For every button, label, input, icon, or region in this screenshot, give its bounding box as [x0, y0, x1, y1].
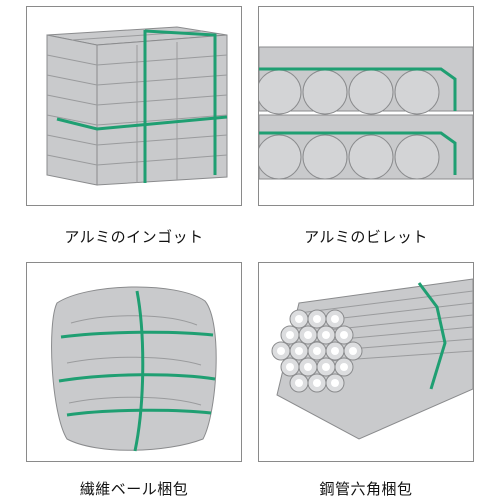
ingot-panel [26, 6, 242, 206]
billet-label: アルミのビレット [304, 228, 428, 246]
bale-label: 繊維ベール梱包 [79, 480, 189, 498]
ingot-stack-illustration [46, 26, 228, 186]
bale-panel [26, 262, 242, 462]
billet-panel [258, 6, 474, 206]
ingot-label: アルミのインゴット [64, 228, 204, 246]
bale-illustration [51, 286, 217, 452]
pipe-label: 鋼管六角梱包 [319, 480, 413, 498]
pipe-panel [258, 262, 474, 462]
pipe-bundle-illustration [271, 278, 473, 440]
billet-bundle-illustration [259, 46, 473, 180]
